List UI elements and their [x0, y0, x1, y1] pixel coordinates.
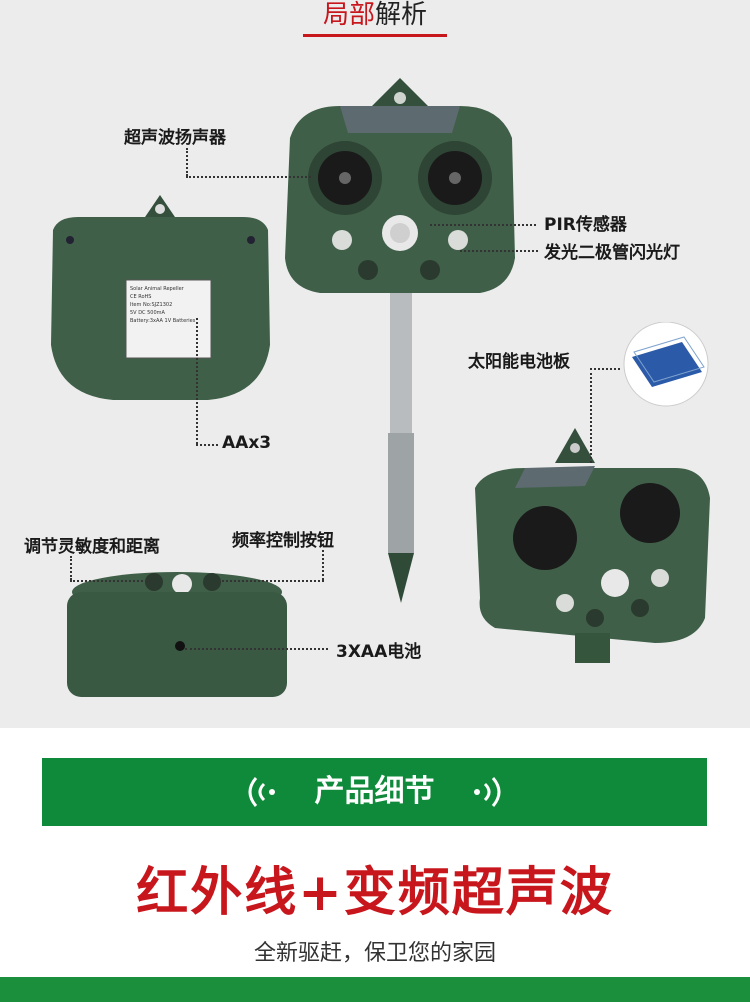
headline: 红外线+变频超声波	[136, 863, 614, 923]
bottom-device-image	[67, 572, 287, 697]
leader-solar-horizontal	[590, 368, 620, 371]
title-underline	[303, 34, 447, 37]
label-frequency-button: 频率控制按钮	[232, 531, 334, 551]
leader-batteries-vertical	[196, 318, 199, 444]
label-battery-3xaa: 3XAA电池	[336, 642, 422, 662]
leader-sensitivity-vertical	[70, 556, 73, 580]
subtitle: 全新驱赶，保卫您的家园	[253, 941, 496, 966]
label-led-flash: 发光二极管闪光灯	[544, 243, 680, 263]
side-device-image	[475, 428, 710, 663]
label-ultrasonic-speaker: 超声波扬声器	[124, 128, 226, 148]
title-red-part: 局部	[322, 0, 375, 30]
label-batteries: AAx3	[222, 433, 272, 453]
leader-batteries-horizontal	[196, 444, 218, 447]
leader-led	[460, 250, 538, 253]
solar-panel-icon	[623, 322, 709, 407]
back-plate-line5: Battery:3xAA 1V Batteries	[130, 318, 196, 324]
back-plate-line3: Item No:SJZ1302	[130, 302, 173, 308]
main-device-image	[285, 78, 515, 603]
leader-sensitivity-horizontal	[70, 580, 150, 583]
signal-right-icon	[474, 777, 501, 807]
leader-ultrasonic-vertical	[186, 148, 189, 176]
bottom-green-bar	[0, 977, 750, 1002]
label-sensitivity: 调节灵敏度和距离	[24, 537, 160, 557]
back-plate-line1: Solar Animal Repeller	[130, 286, 184, 292]
back-plate-image	[51, 195, 270, 400]
banner-title: 产品细节	[314, 774, 435, 809]
back-plate-label: Solar Animal Repeller CE RoHS Item No:SJ…	[130, 285, 210, 325]
leader-battery-3xaa	[185, 648, 328, 651]
label-pir-sensor: PIR传感器	[544, 215, 627, 235]
back-plate-line2: CE RoHS	[130, 294, 152, 300]
signal-left-icon	[248, 777, 275, 807]
leader-frequency-vertical	[322, 550, 325, 580]
title-black-part: 解析	[375, 0, 428, 30]
back-plate-line4: 5V DC 500mA	[130, 310, 165, 316]
leader-pir	[430, 224, 536, 227]
leader-solar-vertical	[590, 368, 593, 463]
label-solar-panel: 太阳能电池板	[468, 352, 570, 372]
product-detail-banner: 产品细节	[42, 758, 707, 826]
section-title: 局部解析	[0, 0, 750, 30]
leader-ultrasonic-horizontal	[186, 176, 311, 179]
leader-frequency-horizontal	[222, 580, 324, 583]
